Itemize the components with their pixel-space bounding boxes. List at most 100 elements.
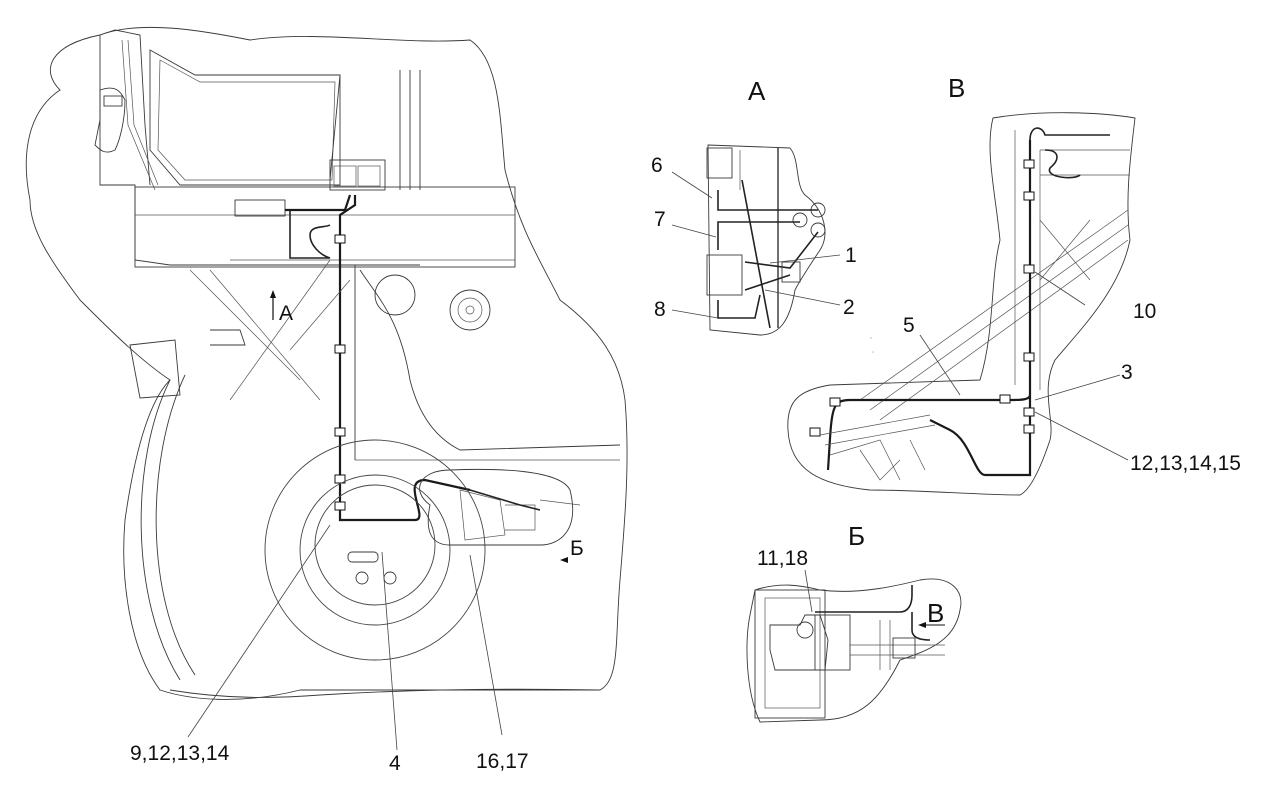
- callout-a-6: 6: [651, 154, 663, 177]
- view-A-pipe-diag: [741, 179, 819, 329]
- lower-break: [169, 688, 601, 698]
- diagonal-struts: [189, 259, 351, 401]
- leader-b-11-18: [804, 569, 813, 613]
- leader-a-8: [671, 309, 719, 319]
- wheel-bolt: [383, 571, 397, 585]
- clamp: [1023, 159, 1035, 169]
- view-A-pipe-6: [717, 190, 818, 211]
- leader-a-6: [671, 171, 713, 199]
- main-view: [25, 26, 628, 751]
- view-V-pipe-vertical: [826, 140, 1032, 477]
- callout-b-11-18: 11,18: [757, 547, 808, 570]
- sensor-block: [329, 159, 386, 191]
- callout-v-3: 3: [1121, 361, 1133, 384]
- view-A-pipe-7: [717, 221, 800, 250]
- clamp: [1023, 407, 1035, 417]
- fender: [140, 374, 196, 681]
- pedal-bracket: [129, 329, 246, 399]
- leader-v-12-15: [1034, 411, 1129, 461]
- view-A-pipe-8: [717, 294, 761, 319]
- leader-a-7: [671, 224, 717, 238]
- frame-rail: [354, 265, 621, 460]
- clamp: [1023, 352, 1035, 362]
- shaft-bracket: [892, 637, 916, 659]
- view-V-clamps: [809, 159, 1035, 437]
- wheel-mid: [299, 474, 451, 626]
- window-inner: [157, 59, 336, 181]
- leader-v-5: [919, 334, 961, 396]
- view-B-marker-V: В: [927, 598, 944, 628]
- leader-9-12-13-14: [187, 524, 331, 738]
- clamp: [829, 397, 841, 407]
- callout-9-12-13-14: 9,12,13,14: [130, 742, 230, 765]
- brake-pipe-loop: [289, 210, 331, 259]
- view-V: [787, 112, 1136, 496]
- callout-16-17: 16,17: [476, 750, 529, 773]
- main-break-outline: [25, 26, 628, 700]
- view-A-outline: [707, 144, 826, 336]
- clamp: [334, 344, 346, 354]
- wheel: [264, 439, 486, 661]
- fitting-circle: [374, 274, 416, 316]
- clamp: [1023, 264, 1035, 274]
- callout-4: 4: [389, 752, 401, 775]
- clamp: [334, 234, 346, 244]
- view-V-title: В: [948, 73, 965, 103]
- sensor-block-inner: [333, 165, 357, 187]
- view-arrow-B-head: [560, 557, 568, 563]
- cab-panel: [99, 29, 420, 266]
- callout-a-7: 7: [654, 208, 666, 231]
- view-A-title: А: [748, 76, 766, 106]
- view-A-cylinder-2: [706, 254, 743, 296]
- view-B: [746, 569, 962, 723]
- clamp: [1023, 191, 1035, 201]
- view-marker-A: А: [279, 302, 293, 325]
- valve-connector: [234, 199, 286, 217]
- gearbox-body: [769, 614, 829, 671]
- view-B-shaft: [850, 620, 945, 670]
- view-V-outline: [787, 112, 1136, 496]
- clamp: [999, 394, 1011, 404]
- leader-a-2: [764, 289, 841, 306]
- callout-a-1: 1: [845, 244, 857, 267]
- callout-v-5: 5: [903, 314, 915, 337]
- gearbox-pulley: [796, 621, 814, 639]
- view-marker-B: Б: [570, 537, 584, 560]
- leader-16-17: [469, 554, 503, 736]
- clamp: [334, 501, 346, 511]
- leader-a-1: [769, 254, 841, 264]
- view-B-pipe: [815, 585, 931, 641]
- view-V-crossbars: [859, 149, 1130, 421]
- gearbox-frame: [754, 589, 826, 719]
- wheel-outer: [264, 439, 486, 661]
- speck: [872, 351, 874, 353]
- gearbox-inner: [764, 597, 821, 709]
- fitting-circle-2-inner: [457, 297, 483, 323]
- leader-4: [381, 551, 398, 751]
- view-V-mechanism: [819, 414, 936, 481]
- callout-a-8: 8: [654, 298, 666, 321]
- hub-slot: [347, 551, 379, 563]
- view-A-port: [810, 222, 826, 238]
- valve-block: [814, 614, 851, 671]
- leader-v-10: [1034, 271, 1086, 306]
- seat-lever: [94, 87, 126, 153]
- view-A-connector: [781, 261, 801, 283]
- speck: [870, 337, 872, 339]
- brake-pipe-main: [285, 194, 471, 522]
- view-B-outline: [746, 578, 962, 723]
- sensor-block-inner-2: [357, 165, 381, 187]
- valve-region-outline: [419, 468, 574, 546]
- view-arrow-A-head: [270, 290, 276, 298]
- window-frame: [149, 49, 341, 186]
- callout-v-10: 10: [1133, 300, 1156, 323]
- valve-pipe: [469, 489, 541, 511]
- leader-v-3: [1034, 374, 1121, 401]
- view-A: [671, 144, 841, 336]
- callout-v-12-15: 12,13,14,15: [1130, 452, 1241, 475]
- seat-handle: [103, 95, 123, 107]
- clamp: [334, 427, 346, 437]
- fitting-circle-2: [449, 289, 491, 331]
- view-A-cylinder: [706, 147, 733, 179]
